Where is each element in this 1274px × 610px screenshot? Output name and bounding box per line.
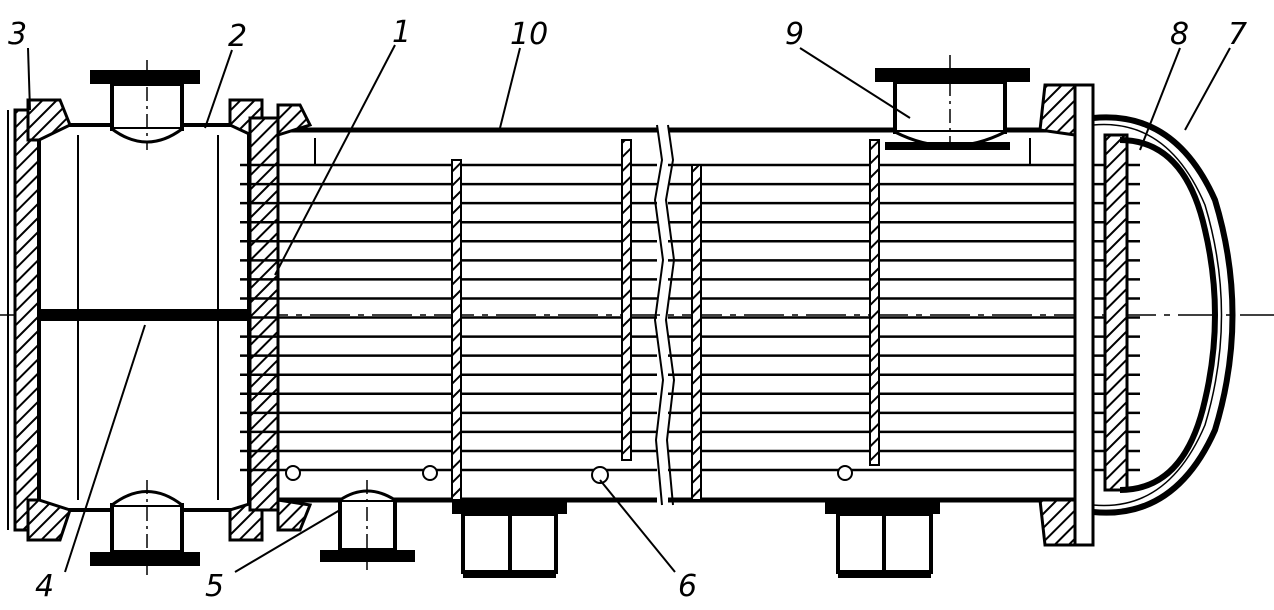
- leader-lines: [27, 44, 1231, 573]
- callout-8: 8: [1170, 17, 1190, 52]
- callout-4: 4: [35, 569, 55, 604]
- tube-bundle: [240, 163, 1140, 472]
- callout-6: 6: [678, 569, 698, 604]
- end-cover: [7, 108, 41, 532]
- left-support: [452, 500, 567, 578]
- chamber-bottom-nozzle: [90, 480, 200, 575]
- floating-head-cover: [1092, 114, 1236, 516]
- floating-tube-sheet: [1103, 133, 1129, 492]
- chamber-top-nozzle: [90, 60, 200, 150]
- shell-outlet-nozzle: [875, 55, 1030, 155]
- callout-10: 10: [510, 17, 549, 52]
- right-flange: [1038, 83, 1095, 547]
- callout-2: 2: [228, 19, 248, 54]
- shell-inlet-nozzle: [320, 480, 415, 570]
- callout-9: 9: [785, 17, 805, 52]
- partition-plate: [39, 309, 259, 321]
- callout-3: 3: [8, 17, 28, 52]
- callout-7: 7: [1228, 17, 1248, 52]
- callout-1: 1: [392, 15, 412, 50]
- callout-5: 5: [205, 569, 225, 604]
- right-support: [825, 500, 940, 578]
- tie-rods: [285, 465, 853, 484]
